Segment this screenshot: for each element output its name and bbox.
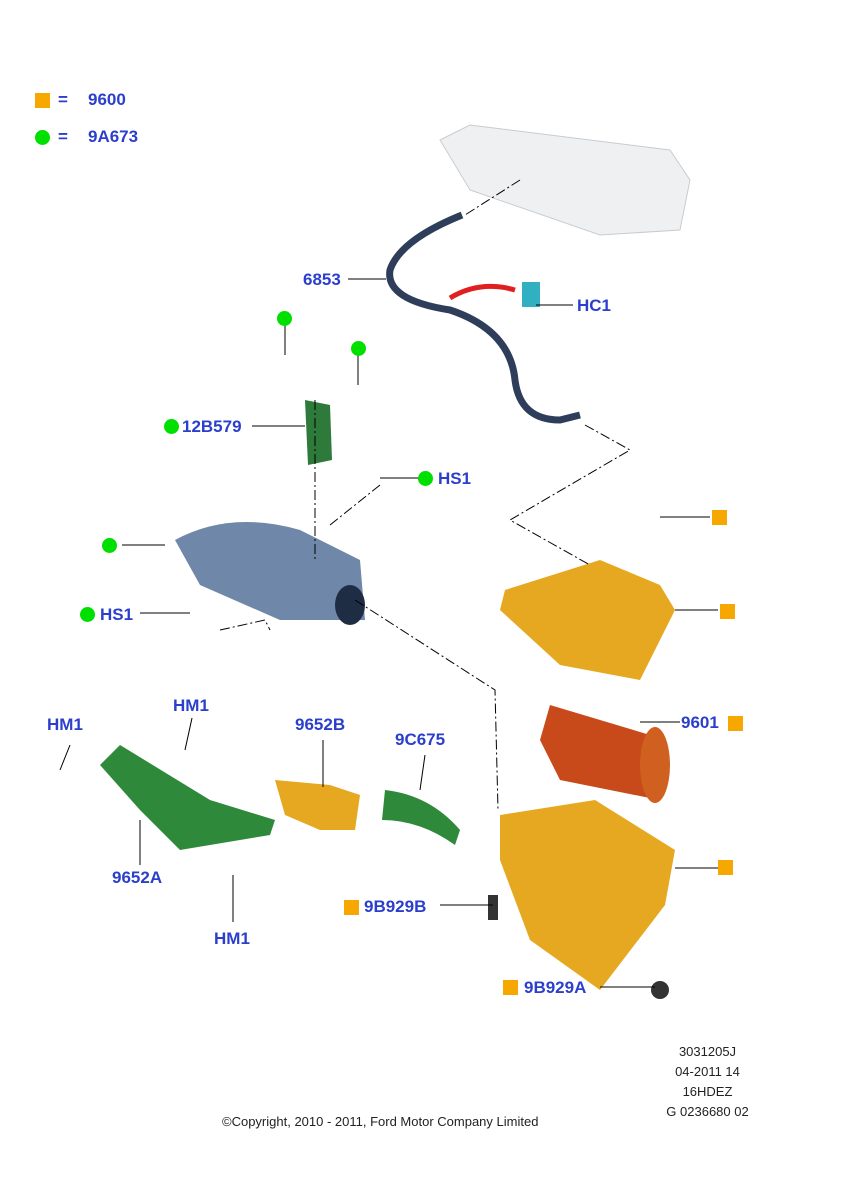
green-marker bbox=[80, 607, 95, 622]
green-marker bbox=[277, 311, 292, 326]
info-line: G 0236680 02 bbox=[666, 1104, 749, 1119]
label-9c675[interactable]: 9C675 bbox=[395, 730, 446, 749]
orange-marker bbox=[712, 510, 727, 525]
breather-hose bbox=[386, 211, 581, 424]
label-9652b[interactable]: 9652B bbox=[295, 715, 346, 734]
legend-equals: = bbox=[58, 90, 68, 109]
resonator-9652b bbox=[275, 780, 360, 830]
label-9b929b[interactable]: 9B929B bbox=[364, 897, 427, 916]
orange-marker bbox=[718, 860, 733, 875]
legend-9600: 9600 bbox=[88, 90, 126, 109]
duct-9c675 bbox=[382, 790, 460, 845]
label-hs1[interactable]: HS1 bbox=[100, 605, 134, 624]
air-cleaner-body bbox=[500, 800, 675, 990]
air-intake-hose bbox=[175, 522, 365, 625]
green-marker bbox=[164, 419, 179, 434]
legend-green-circle bbox=[35, 130, 50, 145]
label-hm1[interactable]: HM1 bbox=[47, 715, 83, 734]
label-hm1[interactable]: HM1 bbox=[214, 929, 250, 948]
drawing-info: 3031205J 04-2011 14 16HDEZ G 0236680 02 bbox=[650, 1042, 765, 1122]
orange-marker bbox=[720, 604, 735, 619]
info-line: 04-2011 14 bbox=[675, 1064, 740, 1079]
bracket-12b579 bbox=[305, 400, 332, 465]
green-marker bbox=[102, 538, 117, 553]
label-hs1[interactable]: HS1 bbox=[438, 469, 472, 488]
label-hc1[interactable]: HC1 bbox=[577, 296, 612, 315]
orange-marker bbox=[503, 980, 518, 995]
label-9b929a[interactable]: 9B929A bbox=[524, 978, 587, 997]
label-6853[interactable]: 6853 bbox=[303, 270, 341, 289]
legend-9a673: 9A673 bbox=[88, 127, 139, 146]
legend-orange-square bbox=[35, 93, 50, 108]
info-line: 3031205J bbox=[678, 1044, 737, 1059]
red-arrow bbox=[448, 283, 516, 301]
info-line: 16HDEZ bbox=[682, 1084, 733, 1099]
green-marker bbox=[418, 471, 433, 486]
label-9652a[interactable]: 9652A bbox=[112, 868, 163, 887]
air-cleaner-cover bbox=[500, 560, 675, 680]
label-12b579[interactable]: 12B579 bbox=[182, 417, 242, 436]
duct-9652a bbox=[100, 745, 275, 850]
copyright: ©Copyright, 2010 - 2011, Ford Motor Comp… bbox=[222, 1114, 539, 1129]
orange-marker bbox=[344, 900, 359, 915]
engine-cover bbox=[439, 124, 691, 236]
air-filter-9601 bbox=[540, 705, 670, 803]
green-marker bbox=[351, 341, 366, 356]
label-hm1[interactable]: HM1 bbox=[173, 696, 209, 715]
label-9601[interactable]: 9601 bbox=[681, 713, 719, 732]
orange-marker bbox=[728, 716, 743, 731]
legend-equals: = bbox=[58, 127, 68, 146]
